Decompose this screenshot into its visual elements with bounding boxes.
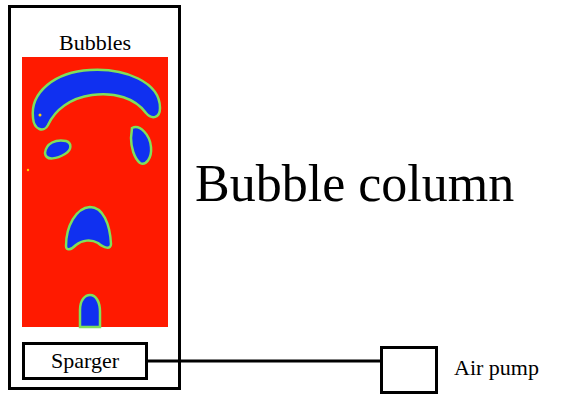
node-label: Sparger	[51, 350, 119, 372]
node-label: Bubbles	[59, 32, 131, 54]
node-label: Air pump	[454, 357, 539, 379]
bubble-set	[33, 70, 160, 327]
sparger-box: Sparger	[22, 342, 148, 380]
diagram-heading: Bubble column	[195, 158, 514, 210]
liquid-field	[22, 57, 168, 327]
air-pump-box: Air pump	[380, 346, 438, 394]
column-vessel: BubblesSparger	[8, 5, 181, 390]
air-hose	[148, 360, 380, 363]
